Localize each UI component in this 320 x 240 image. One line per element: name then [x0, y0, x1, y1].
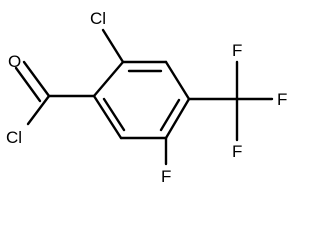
ring-bond	[164, 97, 191, 140]
ring-bond	[92, 60, 125, 98]
carbonyl-double-bond	[14, 66, 42, 103]
chemical-structure-diagram: O Cl Cl F F F F	[6, 9, 287, 186]
cf3-fluorine-right-label: F	[277, 90, 287, 109]
ring-double-bond-inner	[102, 97, 126, 132]
ring-chlorine-bond	[101, 28, 125, 64]
acyl-oxygen-label: O	[8, 52, 21, 71]
ring-bond	[92, 94, 123, 140]
acyl-chlorine-bond	[26, 94, 51, 126]
ring-double-bond-inner	[159, 98, 181, 132]
trifluoromethyl-group	[235, 60, 274, 142]
cf3-fluorine-bottom-label: F	[232, 142, 242, 161]
acyl-chloride-group	[14, 60, 96, 126]
benzene-ring	[92, 60, 191, 140]
cf3-fluorine-top-label: F	[232, 41, 242, 60]
ring-fluorine-label: F	[161, 167, 171, 186]
ring-chlorine-label: Cl	[90, 9, 106, 28]
ring-bond	[164, 60, 191, 101]
carbonyl-double-bond	[22, 60, 51, 98]
acyl-chlorine-label: Cl	[6, 128, 22, 147]
